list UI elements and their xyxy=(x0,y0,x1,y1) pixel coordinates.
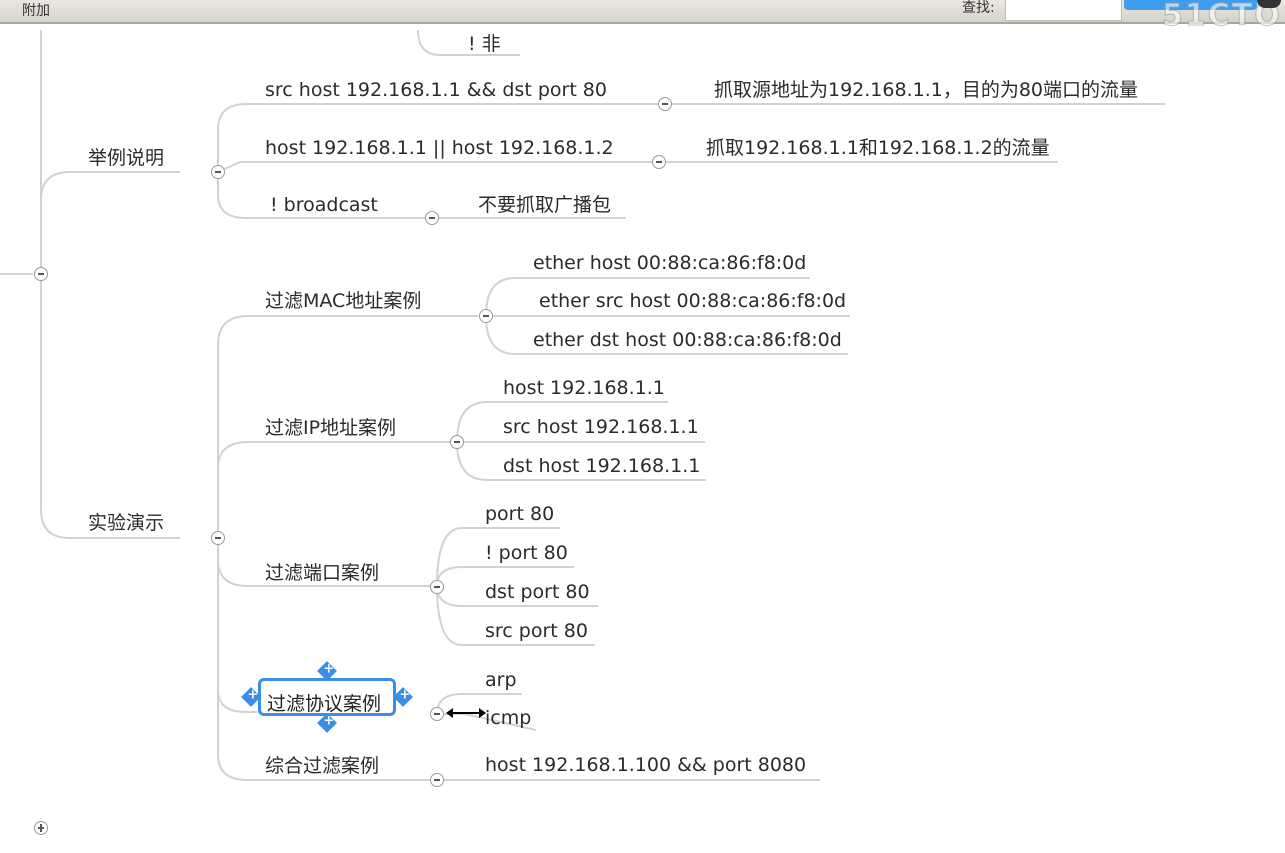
ip-item-3[interactable]: dst host 192.168.1.1 xyxy=(503,455,701,477)
protocol-item-icmp[interactable]: icmp xyxy=(485,707,532,729)
collapse-toggle-port[interactable] xyxy=(430,580,444,594)
node-filter-ip[interactable]: 过滤IP地址案例 xyxy=(265,417,397,439)
node-filter-port[interactable]: 过滤端口案例 xyxy=(265,562,380,584)
example-code-2[interactable]: host 192.168.1.1 || host 192.168.1.2 xyxy=(265,137,614,159)
collapse-toggle-ip[interactable] xyxy=(450,435,464,449)
collapse-toggle-example-3[interactable] xyxy=(425,211,439,225)
collapse-toggle-root[interactable] xyxy=(34,267,48,281)
ip-item-1[interactable]: host 192.168.1.1 xyxy=(503,377,665,399)
example-desc-2[interactable]: 抓取192.168.1.1和192.168.1.2的流量 xyxy=(706,137,1050,159)
node-filter-protocol[interactable]: 过滤协议案例 xyxy=(258,678,396,716)
example-desc-1[interactable]: 抓取源地址为192.168.1.1，目的为80端口的流量 xyxy=(714,79,1139,101)
collapse-toggle-mac[interactable] xyxy=(479,309,493,323)
corner-icon xyxy=(1257,0,1281,8)
port-item-1[interactable]: port 80 xyxy=(485,503,555,525)
mac-item-3[interactable]: ether dst host 00:88:ca:86:f8:0d xyxy=(533,329,842,351)
example-code-1[interactable]: src host 192.168.1.1 && dst port 80 xyxy=(265,79,607,101)
partial-node-not[interactable]: ! 非 xyxy=(468,33,501,55)
collapse-toggle-examples[interactable] xyxy=(211,165,225,179)
port-item-3[interactable]: dst port 80 xyxy=(485,581,590,603)
collapse-toggle-protocol[interactable] xyxy=(430,707,444,721)
top-toolbar: 附加 查找: 51CTO xyxy=(0,0,1285,34)
collapse-toggle-demo[interactable] xyxy=(211,531,225,545)
search-label: 查找: xyxy=(962,0,995,16)
protocol-item-arp[interactable]: arp xyxy=(485,669,517,691)
expand-toggle-root[interactable] xyxy=(34,821,48,835)
collapse-toggle-example-2[interactable] xyxy=(652,155,666,169)
search-input[interactable] xyxy=(1005,0,1122,21)
collapse-toggle-combined[interactable] xyxy=(430,773,444,787)
port-item-2[interactable]: ! port 80 xyxy=(485,542,568,564)
qq-button[interactable] xyxy=(1124,0,1257,10)
example-code-3[interactable]: ! broadcast xyxy=(270,194,378,216)
port-item-4[interactable]: src port 80 xyxy=(485,620,588,642)
example-desc-3[interactable]: 不要抓取广播包 xyxy=(478,194,612,216)
resize-cursor-icon xyxy=(446,708,486,718)
node-demo[interactable]: 实验演示 xyxy=(88,512,165,534)
collapse-toggle-example-1[interactable] xyxy=(658,97,672,111)
node-filter-mac[interactable]: 过滤MAC地址案例 xyxy=(265,290,422,312)
combined-item-1[interactable]: host 192.168.1.100 && port 8080 xyxy=(485,754,807,776)
node-examples[interactable]: 举例说明 xyxy=(88,147,165,169)
node-filter-combined[interactable]: 综合过滤案例 xyxy=(265,755,380,777)
mac-item-2[interactable]: ether src host 00:88:ca:86:f8:0d xyxy=(539,290,847,312)
mac-item-1[interactable]: ether host 00:88:ca:86:f8:0d xyxy=(533,252,807,274)
ip-item-2[interactable]: src host 192.168.1.1 xyxy=(503,416,699,438)
menu-item-addon[interactable]: 附加 xyxy=(22,3,50,19)
